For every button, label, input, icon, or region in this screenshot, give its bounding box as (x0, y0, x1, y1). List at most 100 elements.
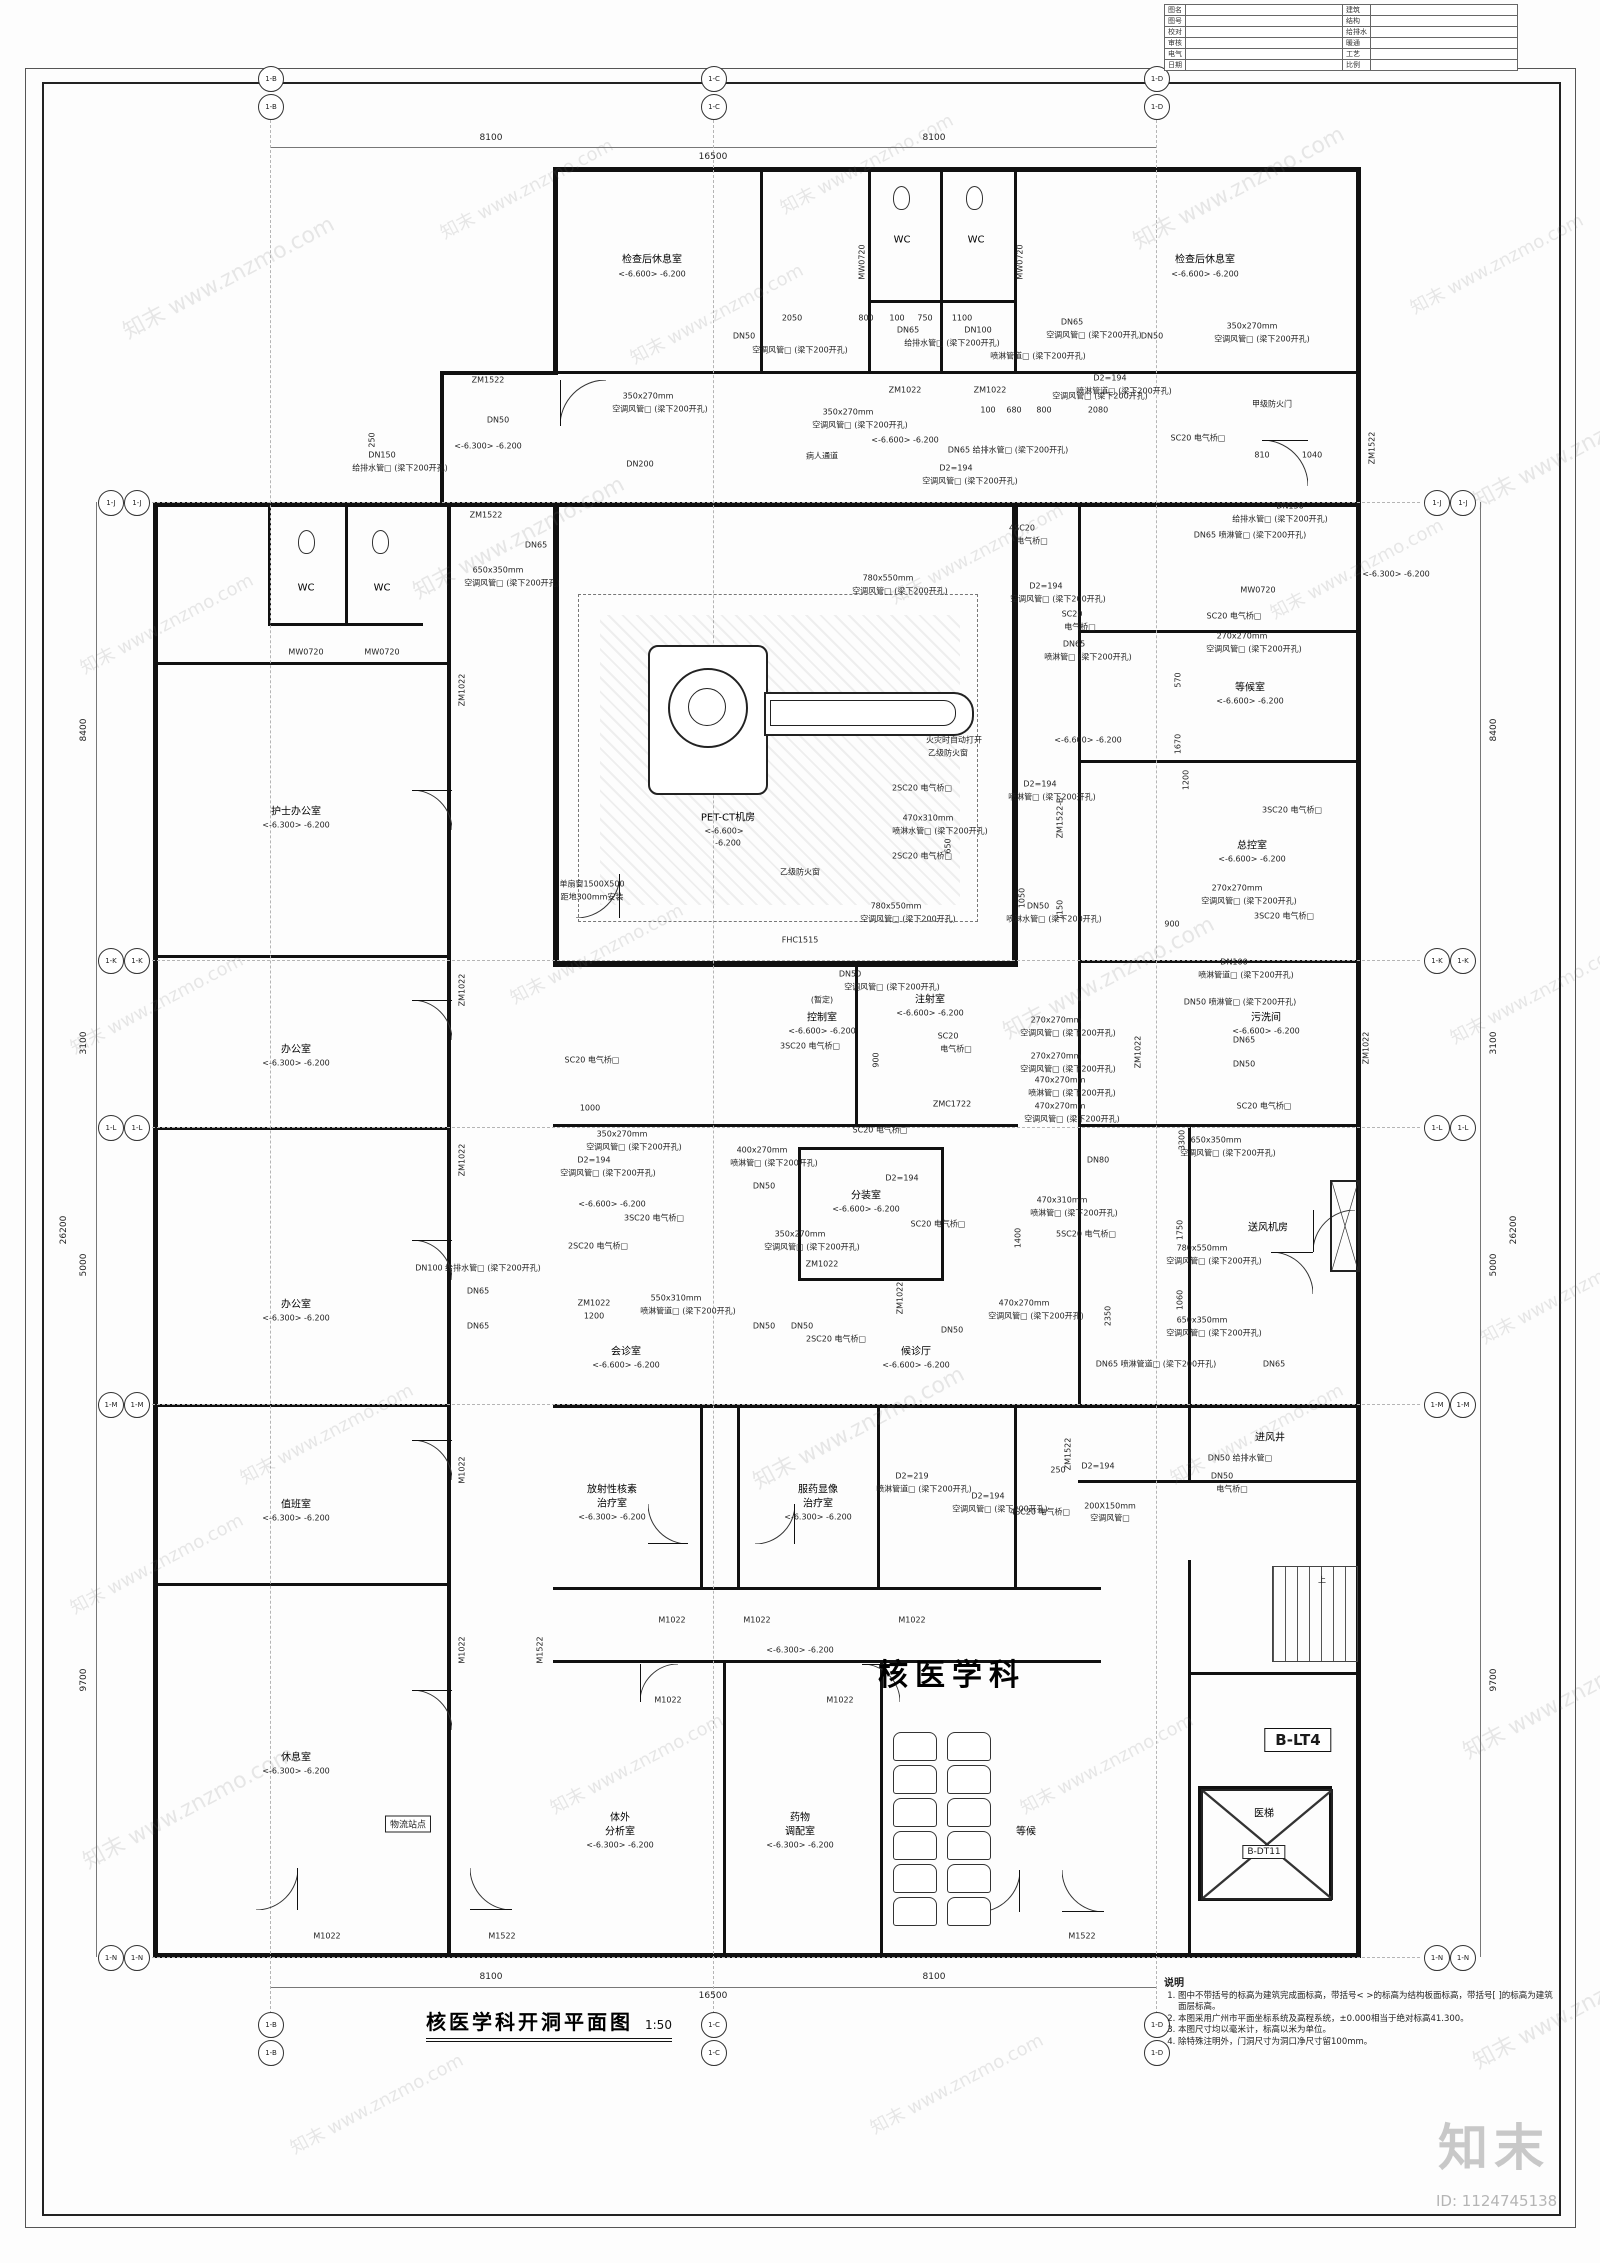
waiting-seat (893, 1831, 937, 1860)
annotation-text: 3SC20 电气桥□ (1261, 805, 1323, 815)
grid-line-horizontal (152, 960, 1420, 961)
waiting-seat (947, 1732, 991, 1761)
annotation-text: 800 (858, 313, 874, 323)
grid-axis-bubble: 1-C (701, 2040, 727, 2066)
door-swing (411, 1239, 453, 1281)
annotation-text: DN50 (752, 1181, 776, 1191)
grid-axis-bubble: 1-D (1144, 2012, 1170, 2038)
room-label: 注射室 (915, 994, 945, 1006)
annotation-text: D2=219 (895, 1471, 929, 1481)
annotation-text: M1022 (743, 1615, 771, 1625)
annotation-text: 电气桥□ (1064, 622, 1096, 632)
wall-segment (1012, 507, 1018, 965)
grid-axis-bubble: 1-K (124, 948, 150, 974)
wall-segment (1188, 1404, 1191, 1480)
annotation-text: 空调风管□ (梁下200开孔) (1020, 1028, 1116, 1038)
elevation-label: <-6.600> -6.200 (1232, 1026, 1300, 1036)
grid-line-horizontal (152, 502, 1420, 503)
door-swing (1261, 439, 1309, 487)
door-swing (1312, 1209, 1356, 1253)
annotation-text: 100 (980, 405, 996, 415)
door-swing (411, 1439, 453, 1481)
annotation-text: SC20 电气桥□ (564, 1055, 620, 1065)
elevation-label: <-6.300> -6.200 (454, 441, 522, 451)
title-block-cell: 给排水 (1342, 26, 1371, 38)
annotation-text: M1522 (488, 1931, 516, 1941)
grid-axis-bubble: 1-L (1450, 1115, 1476, 1141)
wall-segment (1078, 760, 1359, 763)
wall-segment (1188, 1560, 1191, 1956)
department-title: 核医学科 (878, 1658, 1026, 1693)
wall-segment (268, 507, 271, 625)
wall-segment (268, 623, 423, 626)
annotation-text: 1040 (1301, 450, 1323, 460)
annotation-text: DN65 (1262, 1359, 1286, 1369)
dimension-label: 5000 (1489, 1253, 1499, 1277)
sheet-frame-outer (25, 68, 1576, 2228)
waiting-seat (893, 1864, 937, 1893)
grid-line-horizontal (152, 1127, 1420, 1128)
annotation-text: 空调风管□ (梁下200开孔) (922, 476, 1018, 486)
elevation-label: <-6.300> -6.200 (262, 1513, 330, 1523)
annotation-text: 喷淋管□ (梁下200开孔) (1044, 652, 1132, 662)
waiting-seat (947, 1798, 991, 1827)
elevation-label: <-6.300> -6.200 (766, 1645, 834, 1655)
grid-axis-bubble: 1-B (258, 2040, 284, 2066)
wall-segment (553, 167, 558, 375)
elevation-label: <-6.300> -6.200 (262, 820, 330, 830)
note-item: 本图采用广州市平面坐标系统及高程系统，±0.000相当于绝对标高41.300。 (1178, 2014, 1558, 2025)
annotation-text: MW0720 (1240, 585, 1276, 595)
annotation-text: 780x550mm (870, 901, 922, 911)
grid-axis-bubble: 1-K (1424, 948, 1450, 974)
grid-line-vertical (1156, 120, 1157, 2014)
dimension-line-left (96, 502, 97, 1957)
door-swing (559, 379, 607, 427)
room-label: 服药显像 (798, 1484, 838, 1496)
elevation-label: <-6.600> -6.200 (1171, 269, 1239, 279)
annotation-text: MW0720 (857, 244, 867, 280)
annotation-text: DN65 (896, 325, 920, 335)
wall-segment (1198, 1786, 1201, 1901)
annotation-text: SC20 电气桥□ (910, 1219, 966, 1229)
annotation-text: D2=194 (577, 1155, 611, 1165)
wall-segment (447, 507, 451, 1953)
annotation-text: DN50 (732, 331, 756, 341)
annotation-text: 900 (871, 1052, 881, 1068)
annotation-text: 470x270mm (1034, 1075, 1086, 1085)
elevation-label: <-6.600> (704, 826, 744, 836)
annotation-text: 810 (1254, 450, 1270, 460)
room-label: WC (893, 234, 911, 246)
dimension-label: 3100 (1489, 1031, 1499, 1055)
room-label: 治疗室 (803, 1498, 833, 1510)
annotation-text: 距地300mm安装 (560, 892, 624, 902)
grid-line-vertical (713, 120, 714, 2014)
annotation-text: 570 (1173, 672, 1183, 688)
door-swing (1061, 1869, 1105, 1913)
wall-segment (553, 1587, 1101, 1590)
waiting-seat (893, 1798, 937, 1827)
waiting-seat (893, 1732, 937, 1761)
room-label: 治疗室 (597, 1498, 627, 1510)
wall-segment (553, 961, 1018, 967)
dimension-label: 8100 (479, 133, 503, 143)
annotation-text: DN65 给排水管□ (梁下200开孔) (947, 445, 1069, 455)
room-label: 调配室 (785, 1826, 815, 1838)
annotation-text: 350x270mm (596, 1129, 648, 1139)
annotation-text: 1100 (951, 313, 973, 323)
dimension-label: 3100 (79, 1031, 89, 1055)
room-label: WC (297, 582, 315, 594)
wall-segment (1198, 1786, 1332, 1789)
annotation-text: 电气桥□ (1016, 536, 1048, 546)
title-block-cell (1370, 48, 1518, 60)
annotation-text: 喷淋管□ (梁下200开孔) (730, 1158, 818, 1168)
wall-segment (153, 502, 1361, 507)
elevation-label: <-6.300> -6.200 (262, 1313, 330, 1323)
door-swing (411, 789, 453, 831)
annotation-text: 空调风管□ (梁下200开孔) (852, 586, 948, 596)
room-label: 护士办公室 (271, 806, 321, 818)
toilet-fixture (298, 530, 315, 554)
annotation-text: DN200 (626, 459, 654, 469)
annotation-text: DN50 (1232, 1059, 1256, 1069)
annotation-text: 350x270mm (1226, 321, 1278, 331)
grid-axis-bubble: 1-B (258, 66, 284, 92)
